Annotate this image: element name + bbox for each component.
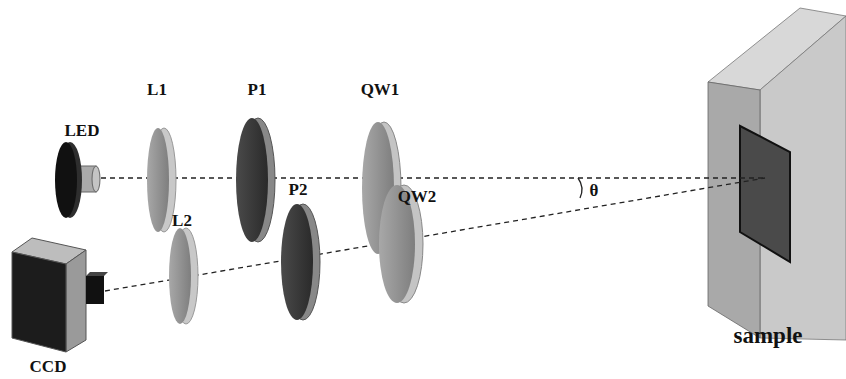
component-label: QW1 — [361, 81, 400, 98]
sample-label: sample — [734, 324, 803, 347]
angle-arc — [578, 178, 582, 198]
sample-slab — [708, 8, 846, 340]
lens-l2 — [169, 228, 198, 324]
lens-l1 — [147, 128, 176, 232]
component-label: L2 — [172, 212, 192, 229]
incident-beam — [92, 177, 765, 178]
polarizer-p2 — [281, 204, 320, 320]
polarizer-p1 — [236, 118, 275, 242]
component-label: L1 — [147, 81, 167, 98]
led — [55, 142, 100, 218]
component-label: P2 — [289, 181, 308, 198]
component-label: CCD — [30, 358, 67, 375]
angle-label: θ — [590, 182, 599, 199]
ccd-camera — [12, 238, 108, 352]
component-label: P1 — [248, 81, 267, 98]
reflected-beam — [105, 178, 765, 291]
component-label: QW2 — [398, 188, 437, 205]
component-label: LED — [65, 122, 100, 139]
